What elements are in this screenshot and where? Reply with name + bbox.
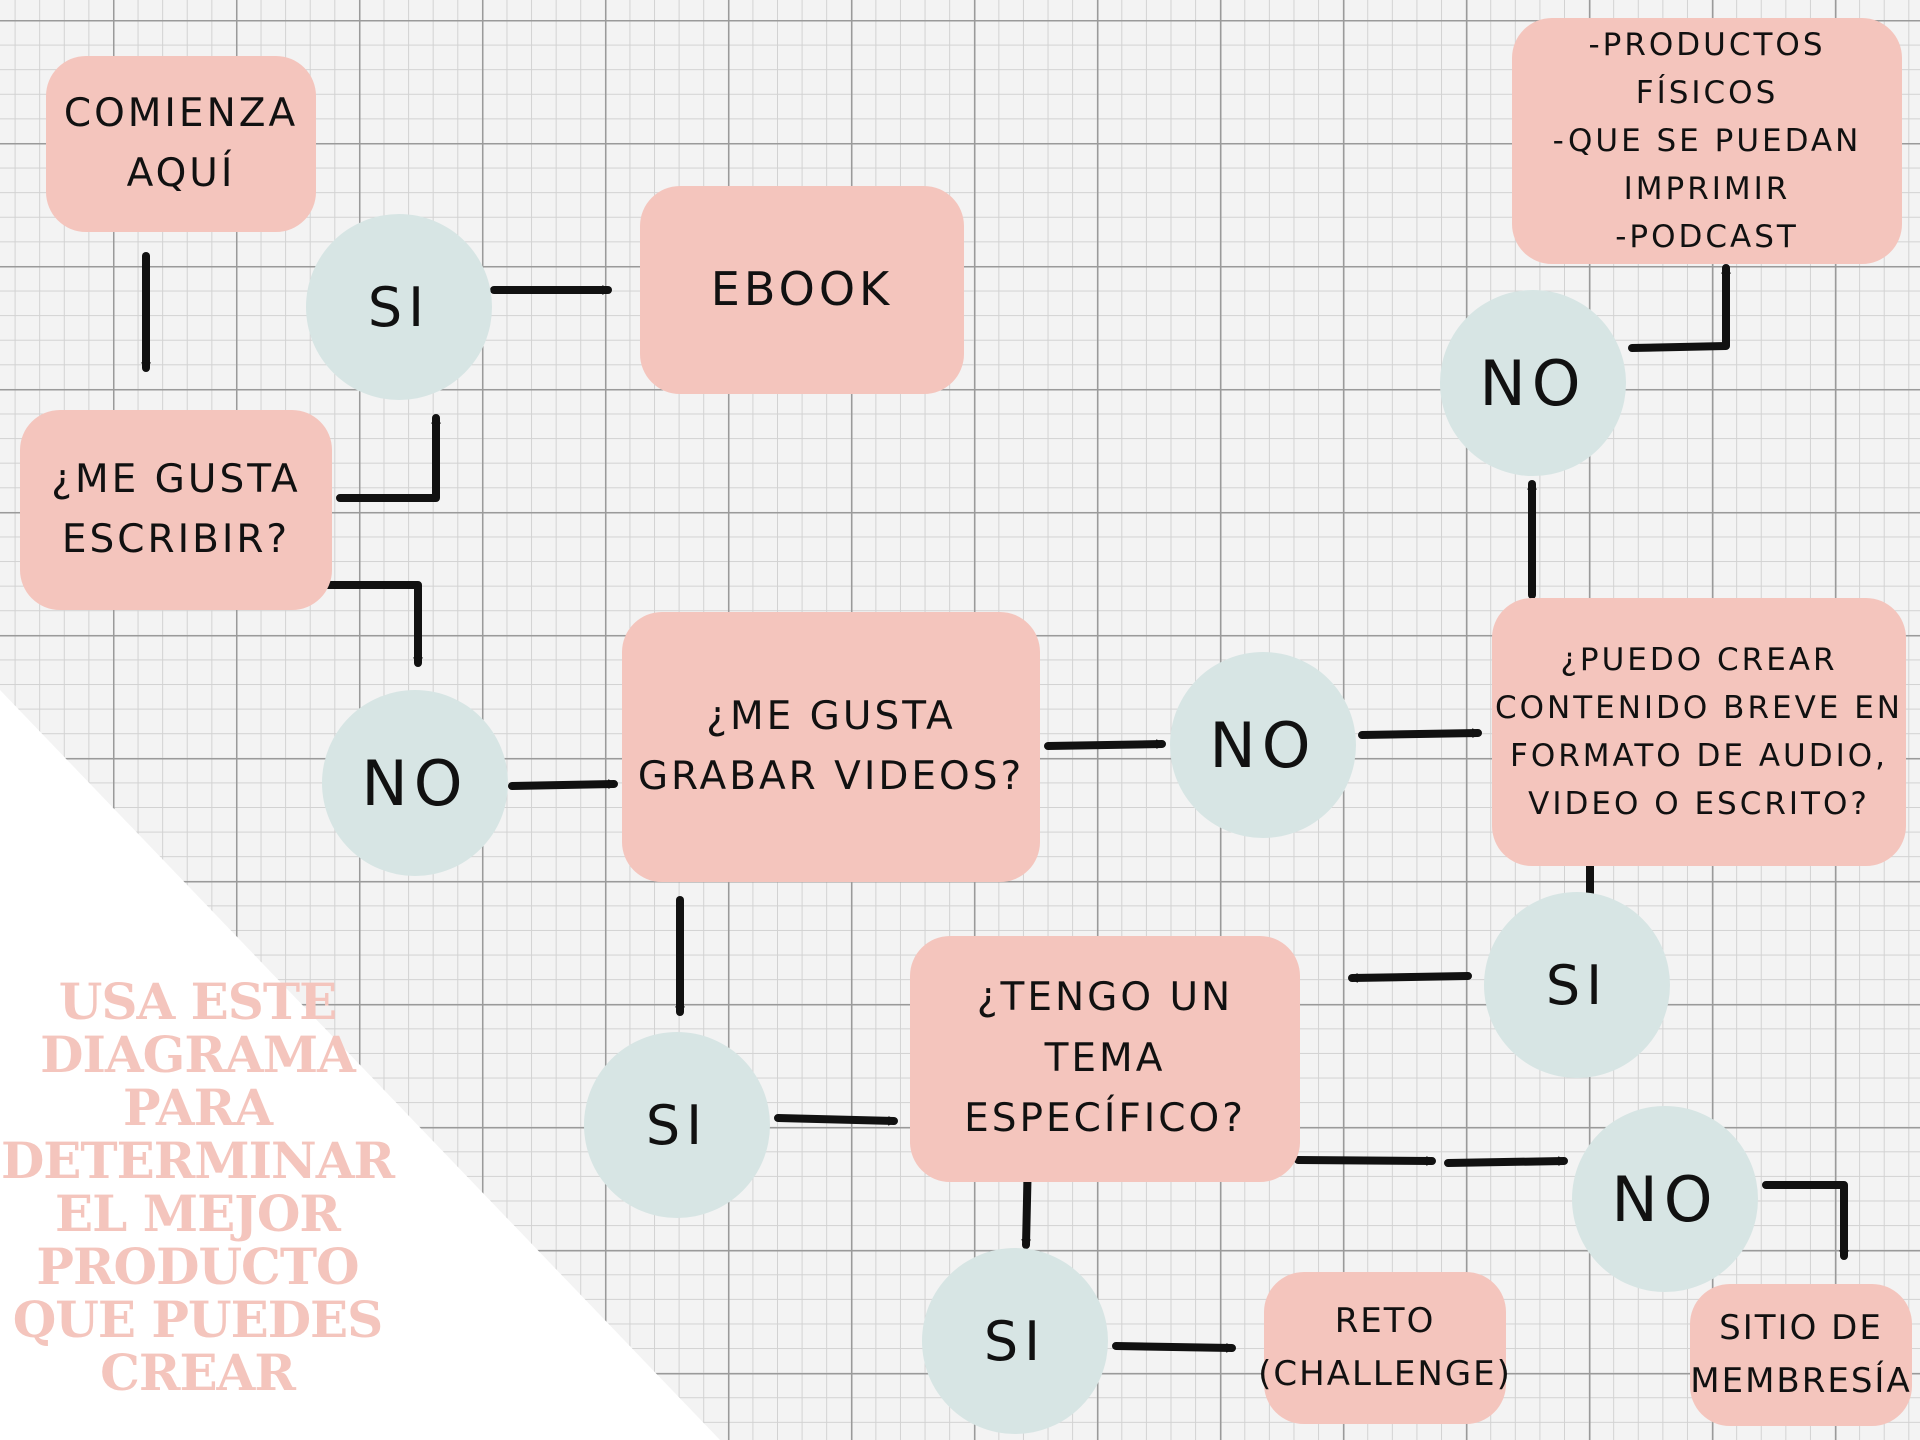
arrow-yes-to-topic-2: [774, 1114, 898, 1121]
yes-circle-topic: SI: [922, 1248, 1108, 1434]
arrow-no-to-video: [508, 784, 618, 790]
arrow-video-to-no: [1044, 744, 1166, 750]
no-circle-videos: NO: [1170, 652, 1356, 838]
question-short-content: ¿PUEDO CREAR CONTENIDO BREVE EN FORMATO …: [1492, 598, 1906, 866]
question-like-videos: ¿ME GUSTA GRABAR VIDEOS?: [622, 612, 1040, 882]
question-like-writing: ¿ME GUSTA ESCRIBIR?: [20, 410, 332, 610]
arrow-write-to-no: [322, 581, 418, 667]
arrow-topic-to-no-a: [1294, 1156, 1436, 1161]
question-specific-topic: ¿TENGO UN TEMA ESPECÍFICO?: [910, 936, 1300, 1182]
no-circle-topic: NO: [1572, 1106, 1758, 1292]
physical-products-box: -PRODUCTOS FÍSICOS -QUE SE PUEDAN IMPRIM…: [1512, 18, 1902, 264]
yes-circle-videos: SI: [584, 1032, 770, 1218]
arrow-yes-to-topic: [1348, 972, 1472, 978]
no-circle-short-content: NO: [1440, 290, 1626, 476]
membership-box: SITIO DE MEMBRESÍA: [1690, 1284, 1912, 1426]
arrow-yes-to-challenge: [1112, 1342, 1236, 1348]
yes-circle-ebook: SI: [306, 214, 492, 400]
arrow-no-to-membership: [1762, 1181, 1844, 1260]
ebook-box: EBOOK: [640, 186, 964, 394]
start-box: COMIENZA AQUÍ: [46, 56, 316, 232]
arrow-write-to-yes: [336, 414, 436, 502]
challenge-box: RETO (CHALLENGE): [1258, 1272, 1510, 1424]
arrow-no-to-physical: [1628, 264, 1726, 352]
arrow-no-to-short: [1358, 733, 1482, 739]
no-circle-writing: NO: [322, 690, 508, 876]
arrow-topic-to-no-b: [1444, 1161, 1568, 1167]
yes-circle-short-content: SI: [1484, 892, 1670, 1078]
instruction-note: USA ESTE DIAGRAMA PARA DETERMINAR EL MEJ…: [0, 972, 395, 1402]
